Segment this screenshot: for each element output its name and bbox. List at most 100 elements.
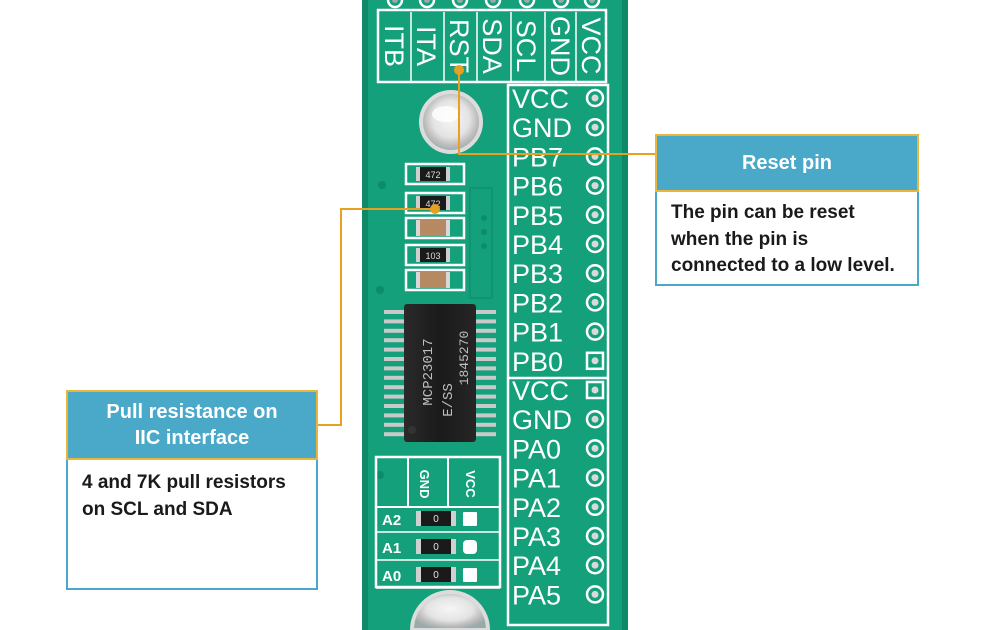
pcb-board — [362, 0, 628, 630]
right-pin-labels: VCCGNDPB7PB6PB5PB4PB3PB2PB1PB0VCCGNDPA0P… — [512, 84, 572, 610]
chip-lead — [384, 338, 406, 343]
chip-lead — [474, 375, 496, 380]
pull-body-line: on SCL and SDA — [82, 498, 233, 520]
pin-label: VCC — [512, 376, 569, 406]
pin-label: PA1 — [512, 464, 561, 494]
address-solder-pad — [463, 568, 477, 582]
pin-label: VCC — [512, 84, 569, 114]
header-pin-pad — [418, 0, 436, 9]
reset-body-line: The pin can be reset — [671, 202, 855, 223]
header-pin-pad — [518, 0, 536, 9]
pin-pad — [585, 380, 605, 400]
pin-label: PA3 — [512, 522, 561, 552]
chip-lead — [384, 319, 406, 324]
chip-lead — [474, 422, 496, 427]
reset-body-line: when the pin is — [671, 228, 809, 250]
chip-marking-line1: MCP23017 — [421, 338, 437, 405]
address-col-gnd: GND — [417, 470, 432, 499]
pin-label: PB7 — [512, 142, 563, 172]
address-label: A2 — [382, 512, 401, 529]
chip-lead — [474, 357, 496, 361]
resistor-marking: 472 — [425, 170, 440, 180]
address-resistor — [418, 511, 454, 526]
right-pin-column — [585, 88, 605, 604]
pin-pad — [585, 322, 605, 341]
pull-title-line: IIC interface — [134, 427, 250, 449]
top-header-label: SCL — [511, 20, 541, 73]
header-pin-pad — [451, 0, 469, 9]
pin-label: PB1 — [512, 318, 563, 348]
chip-lead — [384, 366, 406, 371]
reset-callout-body: The pin can be reset when the pin is con… — [655, 192, 919, 286]
chip-lead — [384, 404, 406, 408]
address-resistor — [418, 567, 454, 582]
pull-leader-line — [318, 208, 435, 426]
address-label: A0 — [382, 568, 401, 585]
pin-pad — [585, 439, 605, 458]
pin-pad — [585, 205, 605, 225]
passive-components: 472 472 103 — [404, 162, 466, 292]
address-solder-pad — [463, 540, 477, 554]
chip-lead — [474, 328, 496, 333]
chip-lead — [384, 432, 406, 437]
top-header-label: SDA — [477, 18, 507, 74]
mounting-hole-bottom — [409, 590, 491, 630]
chip-lead — [474, 319, 496, 324]
address-resistor-value: 0 — [433, 514, 439, 525]
pin-label: PA0 — [512, 434, 561, 464]
pin-pad — [585, 234, 605, 254]
header-pin-pad — [484, 0, 502, 9]
chip-lead — [474, 385, 496, 390]
chip-marking-line3: 1845270 — [457, 331, 472, 386]
pin-pad — [585, 117, 605, 137]
address-resistor-value: 0 — [433, 542, 439, 553]
pull-callout-title: Pull resistance on IIC interface — [66, 390, 318, 460]
reset-body-line: connected to a low level. — [671, 255, 895, 277]
resistor-marking: 472 — [425, 199, 440, 209]
smd-resistor — [418, 248, 448, 262]
smd-resistor — [418, 167, 448, 181]
pin-pad — [585, 468, 605, 487]
pin-label: PB4 — [512, 230, 563, 260]
pin-pad — [585, 555, 605, 575]
top-header-pins — [386, 0, 601, 9]
pull-title-line: Pull resistance on — [106, 401, 278, 423]
pull-callout-body: 4 and 7K pull resistors on SCL and SDA — [66, 460, 318, 590]
pin-label: PB5 — [512, 201, 563, 231]
chip-lead — [384, 310, 406, 314]
reset-leader-line — [458, 70, 655, 155]
pin-label: PA4 — [512, 551, 561, 581]
top-header-label: VCC — [576, 17, 606, 74]
chip-lead — [474, 366, 496, 371]
top-header-label: ITB — [379, 25, 409, 67]
smd-capacitor — [418, 272, 448, 288]
pin-label: PA5 — [512, 580, 561, 610]
pin-label: PB2 — [512, 288, 563, 318]
pin-pad — [585, 409, 605, 429]
reset-callout-title: Reset pin — [655, 134, 919, 192]
smd-resistor — [418, 196, 448, 210]
pin-pad — [585, 176, 605, 195]
pin-label: PB0 — [512, 347, 563, 377]
chip-lead — [474, 338, 496, 343]
chip-lead — [384, 413, 406, 418]
pull-resistance-callout: Pull resistance on IIC interface 4 and 7… — [66, 390, 318, 590]
chip-lead — [384, 385, 406, 390]
resistor-marking: 103 — [425, 251, 440, 261]
chip-lead — [474, 347, 496, 352]
pin-pad — [585, 497, 605, 517]
pin-pad — [585, 293, 605, 312]
address-resistor — [418, 539, 454, 554]
pin-pad — [585, 351, 605, 371]
address-label: A1 — [382, 540, 401, 557]
address-col-vcc: VCC — [463, 470, 478, 498]
smd-capacitor — [418, 220, 448, 236]
address-solder-pad — [463, 512, 477, 526]
pin-pad — [585, 88, 605, 108]
pin-label: PB6 — [512, 172, 563, 202]
header-pin-pad — [583, 0, 601, 9]
chip-lead — [474, 310, 496, 314]
pin-label: GND — [512, 405, 572, 435]
